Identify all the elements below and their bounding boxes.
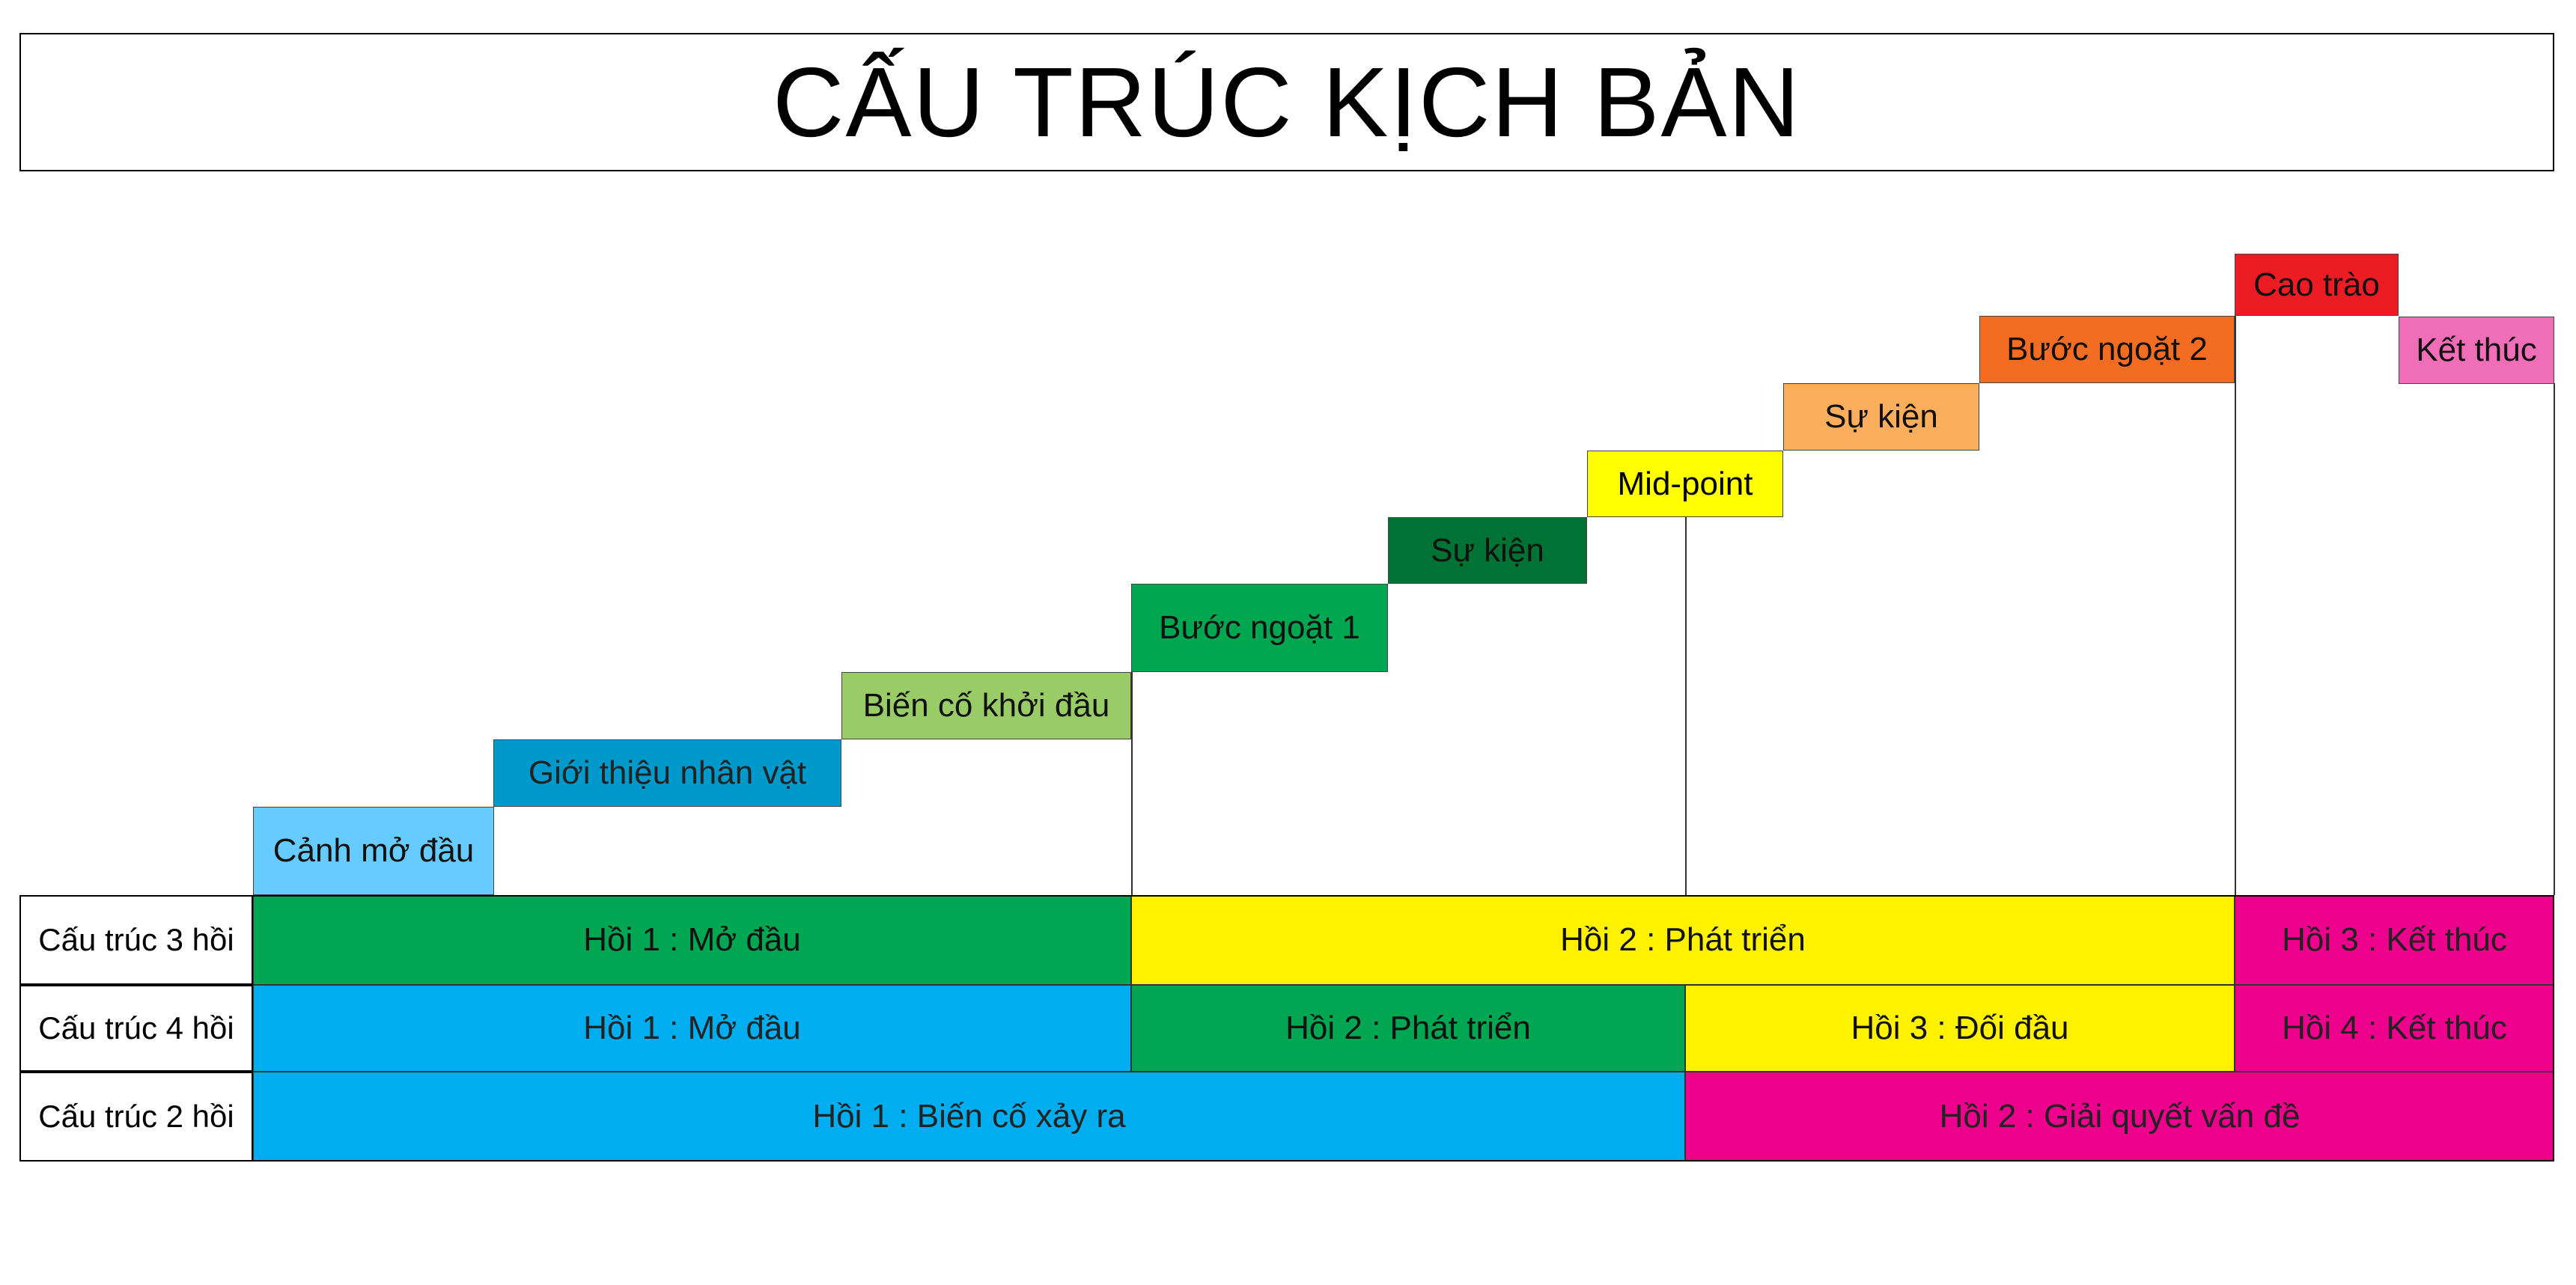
act-segment: Hồi 1 : Mở đầu	[253, 985, 1131, 1072]
guide-line	[1131, 672, 1133, 895]
step-label: Sự kiện	[1824, 398, 1938, 435]
page-title: CẤU TRÚC KỊCH BẢN	[773, 47, 1801, 157]
step-box: Biến cố khởi đầu	[841, 672, 1131, 739]
row-label-text: Cấu trúc 4 hồi	[38, 1010, 234, 1046]
act-label: Hồi 2 : Phát triển	[1560, 921, 1806, 958]
guide-line	[1685, 517, 1687, 895]
act-label: Hồi 3 : Kết thúc	[2282, 921, 2507, 958]
act-label: Hồi 3 : Đối đầu	[1851, 1010, 2069, 1046]
act-segment: Hồi 3 : Đối đầu	[1685, 985, 2235, 1072]
row-label: Cấu trúc 3 hồi	[19, 895, 253, 985]
step-label: Cảnh mở đầu	[272, 832, 475, 869]
act-segment: Hồi 4 : Kết thúc	[2235, 985, 2554, 1072]
step-box: Bước ngoặt 2	[1979, 316, 2235, 383]
act-segment: Hồi 1 : Biến cố xảy ra	[253, 1072, 1685, 1162]
guide-line	[2235, 316, 2236, 895]
act-segment: Hồi 2 : Giải quyết vấn đề	[1685, 1072, 2554, 1162]
act-segment: Hồi 2 : Phát triển	[1131, 985, 1685, 1072]
step-label: Kết thúc	[2416, 332, 2537, 368]
step-label: Sự kiện	[1431, 531, 1544, 569]
step-label: Bước ngoặt 2	[2006, 331, 2208, 367]
step-box: Cao trào	[2235, 254, 2399, 316]
step-label: Bước ngoặt 1	[1159, 609, 1360, 646]
step-box: Cảnh mở đầu	[253, 807, 494, 895]
title-box: CẤU TRÚC KỊCH BẢN	[19, 33, 2554, 171]
step-box: Mid-point	[1587, 451, 1783, 517]
step-box: Kết thúc	[2399, 317, 2554, 384]
step-label: Biến cố khởi đầu	[862, 687, 1110, 724]
act-label: Hồi 1 : Mở đầu	[583, 1010, 801, 1046]
row-label-text: Cấu trúc 3 hồi	[38, 922, 234, 957]
step-label: Mid-point	[1617, 465, 1753, 502]
step-label: Cao trào	[2253, 266, 2380, 303]
act-label: Hồi 2 : Phát triển	[1285, 1010, 1531, 1046]
step-box: Giới thiệu nhân vật	[493, 739, 841, 807]
step-box: Sự kiện	[1388, 517, 1587, 584]
act-label: Hồi 4 : Kết thúc	[2282, 1010, 2507, 1046]
guide-line	[2554, 383, 2555, 895]
step-box: Sự kiện	[1783, 383, 1979, 451]
row-label-text: Cấu trúc 2 hồi	[38, 1099, 234, 1134]
act-segment: Hồi 1 : Mở đầu	[253, 895, 1131, 985]
act-label: Hồi 1 : Mở đầu	[583, 921, 801, 958]
act-label: Hồi 2 : Giải quyết vấn đề	[1939, 1098, 2301, 1135]
row-label: Cấu trúc 4 hồi	[19, 985, 253, 1072]
act-segment: Hồi 2 : Phát triển	[1131, 895, 2235, 985]
row-label: Cấu trúc 2 hồi	[19, 1072, 253, 1162]
step-box: Bước ngoặt 1	[1131, 584, 1388, 672]
act-label: Hồi 1 : Biến cố xảy ra	[812, 1098, 1126, 1135]
act-segment: Hồi 3 : Kết thúc	[2235, 895, 2554, 985]
step-label: Giới thiệu nhân vật	[528, 754, 807, 791]
